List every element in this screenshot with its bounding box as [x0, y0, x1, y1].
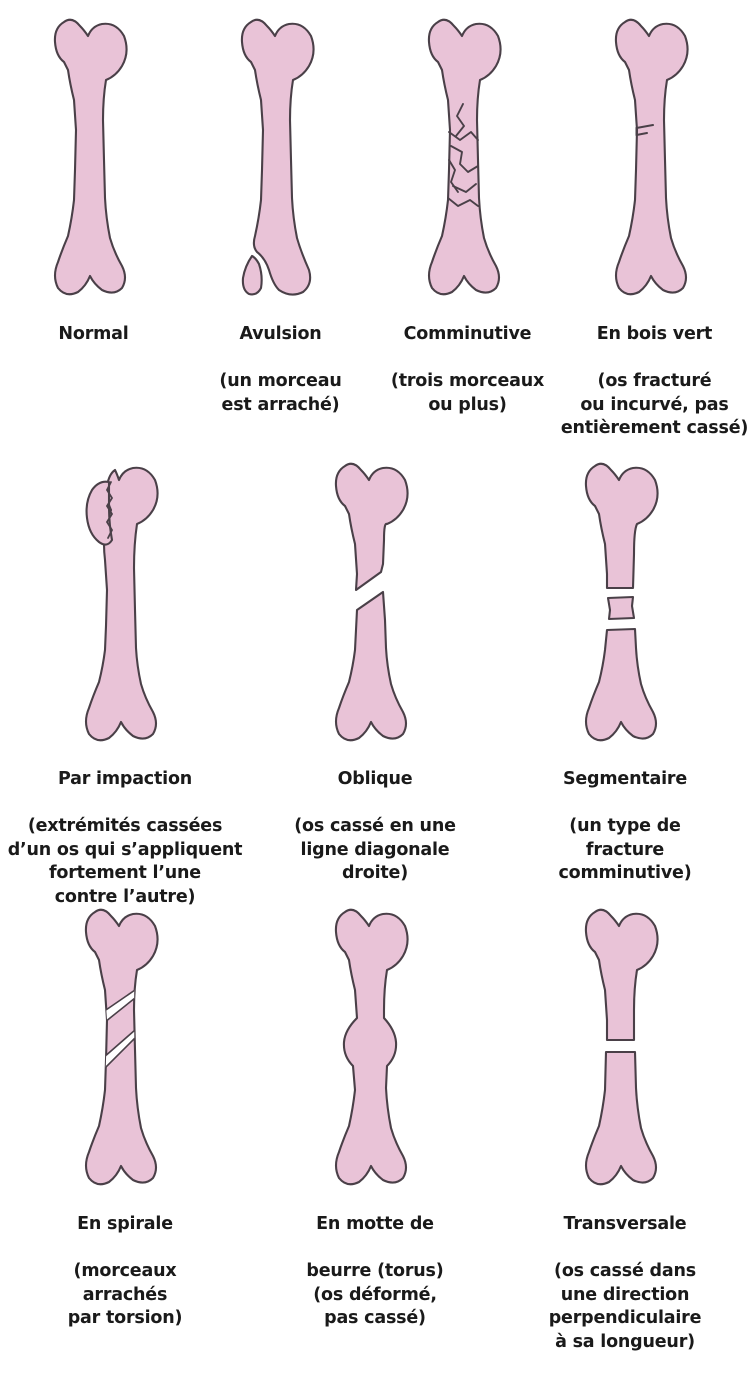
- fracture-types-diagram: Normal Avulsion (un morceau est arraché): [0, 0, 750, 1344]
- caption-spirale: En spirale (morceaux arrachés par torsio…: [30, 1190, 220, 1354]
- caption-normal: Normal: [0, 300, 189, 394]
- caption-segmentaire: Segmentaire (un type de fracture comminu…: [530, 745, 720, 909]
- avulsion-fragment: [242, 256, 261, 294]
- caption-sub: (os cassé dans une direction perpendicul…: [520, 1260, 730, 1354]
- figure-cell-normal: Normal: [0, 0, 187, 440]
- diagram-row-1: Normal Avulsion (un morceau est arraché): [0, 0, 750, 440]
- femur-transverse-icon: [565, 890, 685, 1190]
- segmental-middle-fragment: [608, 597, 634, 619]
- caption-title: En spirale: [30, 1213, 220, 1236]
- femur-oblique-icon: [315, 440, 435, 745]
- caption-title: Segmentaire: [530, 768, 720, 791]
- segmental-distal-fragment: [586, 629, 656, 740]
- figure-cell-spirale: En spirale (morceaux arrachés par torsio…: [0, 890, 250, 1340]
- femur-greenstick-icon: [595, 0, 715, 300]
- figure-cell-transversale: Transversale (os cassé dans une directio…: [500, 890, 750, 1340]
- transverse-distal-fragment: [586, 1052, 656, 1184]
- caption-motte-de-beurre: En motte de beurre (torus) (os déformé, …: [270, 1190, 480, 1354]
- caption-sub: (os cassé en une ligne diagonale droite): [270, 815, 480, 885]
- transverse-proximal-fragment: [586, 910, 658, 1040]
- femur-torus-icon: [315, 890, 435, 1190]
- torus-buckled-shaft: [336, 910, 408, 1185]
- caption-sub: (morceaux arrachés par torsion): [30, 1260, 220, 1330]
- caption-title: Transversale: [520, 1213, 730, 1236]
- figure-cell-bois-vert: En bois vert (os fracturé ou incurvé, pa…: [561, 0, 748, 440]
- diagram-row-3: En spirale (morceaux arrachés par torsio…: [0, 890, 750, 1340]
- femur-segmental-icon: [565, 440, 685, 745]
- caption-title: Normal: [0, 323, 189, 346]
- figure-cell-avulsion: Avulsion (un morceau est arraché): [187, 0, 374, 440]
- caption-avulsion: Avulsion (un morceau est arraché): [176, 300, 386, 441]
- caption-sub: (un morceau est arraché): [176, 370, 386, 417]
- femur-impacted-icon: [65, 440, 185, 745]
- caption-title: Oblique: [270, 768, 480, 791]
- segmental-proximal-fragment: [586, 464, 658, 588]
- caption-oblique: Oblique (os cassé en une ligne diagonale…: [270, 745, 480, 909]
- femur-normal-icon: [34, 0, 154, 300]
- femur-spiral-icon: [65, 890, 185, 1190]
- oblique-proximal-fragment: [336, 464, 408, 590]
- figure-cell-segmentaire: Segmentaire (un type de fracture comminu…: [500, 440, 750, 890]
- oblique-distal-fragment: [336, 592, 406, 740]
- caption-title: En bois vert: [525, 323, 750, 346]
- caption-sub: beurre (torus) (os déformé, pas cassé): [270, 1260, 480, 1330]
- caption-sub: (os fracturé ou incurvé, pas entièrement…: [525, 370, 750, 440]
- caption-transversale: Transversale (os cassé dans une directio…: [520, 1190, 730, 1378]
- caption-sub: (un type de fracture comminutive): [530, 815, 720, 885]
- caption-title: En motte de: [270, 1213, 480, 1236]
- femur-comminuted-icon: [408, 0, 528, 300]
- femur-avulsion-icon: [221, 0, 341, 300]
- diagram-row-2: Par impaction (extrémités cassées d’un o…: [0, 440, 750, 890]
- figure-cell-impaction: Par impaction (extrémités cassées d’un o…: [0, 440, 250, 890]
- figure-cell-oblique: Oblique (os cassé en une ligne diagonale…: [250, 440, 500, 890]
- figure-cell-motte-de-beurre: En motte de beurre (torus) (os déformé, …: [250, 890, 500, 1340]
- caption-title: Par impaction: [0, 768, 255, 791]
- caption-title: Avulsion: [176, 323, 386, 346]
